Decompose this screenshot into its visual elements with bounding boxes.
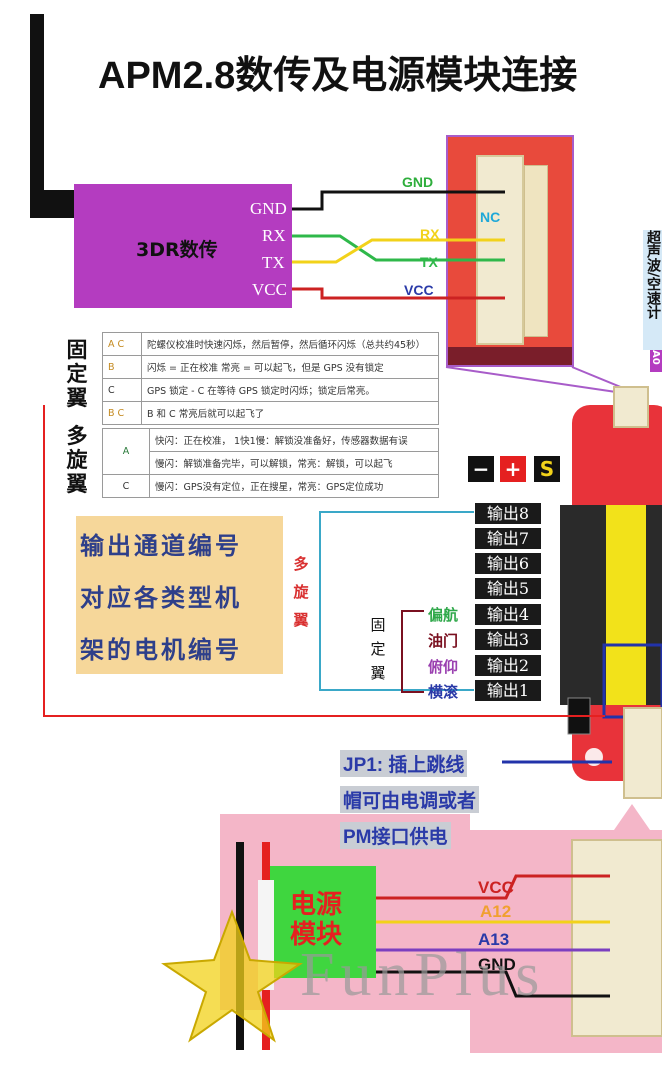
wire-vcc (292, 287, 505, 300)
output-label-4: 输出4 (475, 604, 541, 625)
watermark-text: FunPlus (300, 941, 546, 1009)
page-title: APM2.8数传及电源模块连接 (98, 55, 578, 97)
multirotor-label: 多旋翼 (66, 424, 88, 496)
wire-label-vcc: VCC (404, 282, 434, 298)
power-module-name: 电源 模块 (290, 890, 343, 950)
frame-link-left (445, 366, 617, 393)
plus-icon: + (500, 456, 526, 482)
pm-label-gnd: GND (478, 955, 516, 974)
explanation-line-3: 架的电机编号 (80, 635, 242, 664)
board-top-connector (613, 386, 649, 428)
pm-label-a12: A12 (480, 902, 512, 921)
jp1-note-line-2: 帽可由电调或者 (340, 786, 480, 813)
signal-icon: S (534, 456, 560, 482)
pm-label-vcc: VCC (478, 878, 514, 897)
explanation-line-1: 输出通道编号 (80, 531, 242, 560)
jp1-note-line-1: JP1: 插上跳线 (340, 750, 468, 777)
fixedwing-bracket (401, 610, 424, 693)
pm-label-a13: A13 (478, 930, 510, 949)
function-pitch: 俯仰 (428, 658, 459, 676)
pm-wire-vcc (376, 874, 610, 900)
output-label-2: 输出2 (475, 655, 541, 676)
bracket-horizontal (30, 190, 76, 218)
telemetry-connector-frame (446, 135, 574, 367)
wire-label-rx: RX (420, 226, 440, 242)
red-guide-line (43, 405, 605, 717)
output-label-1: 输出1 (475, 680, 541, 701)
cyan-bracket (319, 511, 474, 691)
wire-label-nc: NC (480, 209, 501, 225)
function-yaw: 偏航 (428, 606, 459, 624)
fixed-wing-label: 固定翼 (66, 338, 88, 410)
output-label-5: 输出5 (475, 578, 541, 599)
board-pm-connector (623, 707, 662, 799)
function-throttle: 油门 (428, 632, 459, 650)
side-tag-a0: A0 (650, 350, 662, 372)
wire-label-gnd: GND (402, 174, 434, 190)
watermark-star-icon (161, 909, 303, 1043)
power-module (262, 866, 376, 978)
wire-tx (292, 238, 505, 264)
minus-icon: − (468, 456, 494, 482)
output-label-8: 输出8 (475, 503, 541, 524)
pm-wire-gnd (376, 970, 610, 998)
radio-module (74, 184, 292, 308)
multirotor-vertical-label: 多旋翼 (293, 555, 309, 629)
radio-pin-rx: RX (262, 226, 286, 245)
fixedwing-vertical-label: 固定翼 (370, 616, 386, 682)
radio-module-name: 3DR数传 (136, 239, 218, 261)
pm-connector (571, 839, 662, 1037)
table-row: 慢闪：解锁准备完毕，可以解锁，常亮：解锁，可以起飞 (103, 451, 439, 475)
wire-label-tx: TX (420, 254, 438, 270)
radio-pin-gnd: GND (250, 199, 287, 218)
radio-pin-vcc: VCC (252, 280, 287, 299)
jp1-note-line-3: PM接口供电 (340, 822, 451, 849)
output-label-7: 输出7 (475, 528, 541, 549)
output-label-3: 输出3 (475, 629, 541, 650)
function-roll: 横滚 (428, 683, 459, 701)
explanation-line-2: 对应各类型机 (80, 583, 242, 612)
output-pin-header (560, 505, 662, 705)
bracket-vertical (30, 14, 44, 218)
output-label-6: 输出6 (475, 553, 541, 574)
output-explanation-box (76, 516, 283, 674)
wire-gnd (292, 190, 505, 211)
radio-pin-tx: TX (262, 253, 285, 272)
side-label-airspeed: 超声波/空速计 (643, 230, 662, 350)
